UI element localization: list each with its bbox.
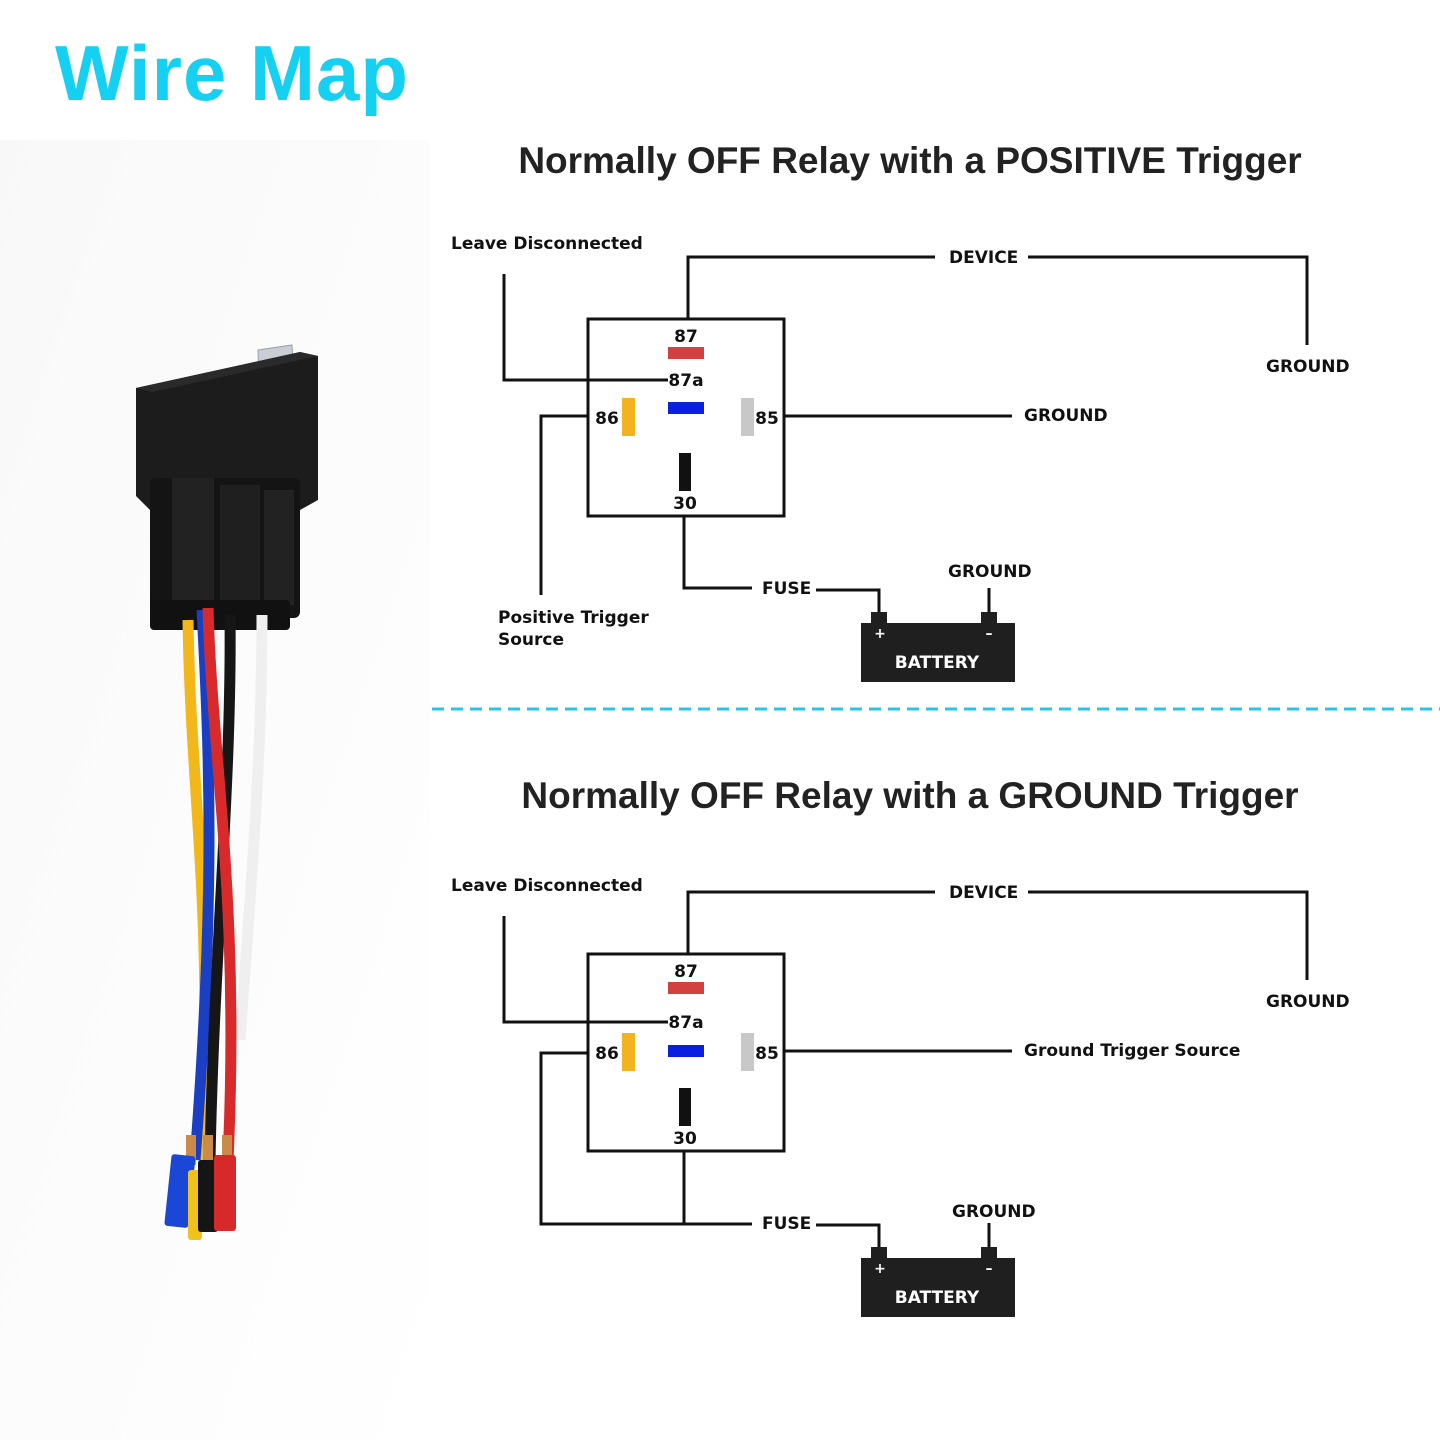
battery-plus-sign: + bbox=[874, 626, 886, 642]
pin-30-marker bbox=[679, 453, 691, 491]
pin-86-label: 86 bbox=[595, 1044, 619, 1064]
pin-87-marker bbox=[668, 982, 704, 994]
wire-fuse-battery bbox=[816, 588, 881, 612]
battery-label: BATTERY bbox=[895, 653, 980, 673]
pin-87-label: 87 bbox=[674, 962, 698, 982]
diagram-1-heading: Normally OFF Relay with a POSITIVE Trigg… bbox=[518, 140, 1302, 181]
pin-30-label: 30 bbox=[673, 1129, 697, 1149]
pin85-target-label: Ground Trigger Source bbox=[1024, 1041, 1240, 1061]
wire-87-device bbox=[686, 255, 935, 319]
pin-86-label: 86 bbox=[595, 409, 619, 429]
wire-device-ground bbox=[1028, 890, 1309, 980]
pin-86-marker bbox=[622, 1033, 635, 1071]
wire-86-to-30 bbox=[539, 1051, 684, 1226]
pin-87-marker bbox=[668, 347, 704, 359]
wire-87-device bbox=[686, 890, 935, 954]
pin85-target-label: GROUND bbox=[1024, 406, 1108, 426]
page-title: Wire Map bbox=[55, 29, 410, 117]
leave-disconnected-label: Leave Disconnected bbox=[451, 876, 643, 896]
battery-plus-terminal bbox=[871, 612, 887, 626]
device-ground-label: GROUND bbox=[1266, 357, 1350, 377]
device-label: DEVICE bbox=[949, 248, 1018, 268]
leave-disconnected-label: Leave Disconnected bbox=[451, 234, 643, 254]
trigger-source-label-line2: Source bbox=[498, 630, 564, 650]
battery-label: BATTERY bbox=[895, 1288, 980, 1308]
battery-minus-terminal bbox=[981, 1247, 997, 1261]
wire-30-fuse bbox=[682, 1151, 752, 1226]
trigger-source-label-line1: Positive Trigger bbox=[498, 608, 649, 628]
pin-87-label: 87 bbox=[674, 327, 698, 347]
device-label: DEVICE bbox=[949, 883, 1018, 903]
pin-87a-marker bbox=[668, 1045, 704, 1057]
wire-87a-disconnected bbox=[502, 916, 668, 1024]
fuse-label: FUSE bbox=[762, 1214, 811, 1234]
pin-85-marker bbox=[741, 1033, 754, 1071]
pin-30-marker bbox=[679, 1088, 691, 1126]
wire-device-ground bbox=[1028, 255, 1309, 345]
battery-plus-terminal bbox=[871, 1247, 887, 1261]
wire-fuse-battery bbox=[816, 1223, 881, 1247]
battery-ground-label: GROUND bbox=[948, 562, 1032, 582]
pin-87a-label: 87a bbox=[668, 1013, 703, 1033]
battery-body bbox=[861, 623, 1015, 682]
pin-30-label: 30 bbox=[673, 494, 697, 514]
diagram-2-heading: Normally OFF Relay with a GROUND Trigger bbox=[521, 775, 1299, 816]
battery-minus-sign: – bbox=[986, 626, 993, 642]
fuse-label: FUSE bbox=[762, 579, 811, 599]
device-ground-label: GROUND bbox=[1266, 992, 1350, 1012]
wire-86-trigger bbox=[539, 414, 588, 595]
battery-plus-sign: + bbox=[874, 1261, 886, 1277]
pin-86-marker bbox=[622, 398, 635, 436]
pin-85-label: 85 bbox=[755, 409, 779, 429]
wire-30-fuse bbox=[682, 516, 752, 590]
battery-body bbox=[861, 1258, 1015, 1317]
pin-87a-marker bbox=[668, 402, 704, 414]
pin-87a-label: 87a bbox=[668, 371, 703, 391]
battery-minus-terminal bbox=[981, 612, 997, 626]
battery-minus-sign: – bbox=[986, 1261, 993, 1277]
battery-ground-label: GROUND bbox=[952, 1202, 1036, 1222]
wire-87a-disconnected bbox=[502, 274, 668, 382]
pin-85-label: 85 bbox=[755, 1044, 779, 1064]
pin-85-marker bbox=[741, 398, 754, 436]
